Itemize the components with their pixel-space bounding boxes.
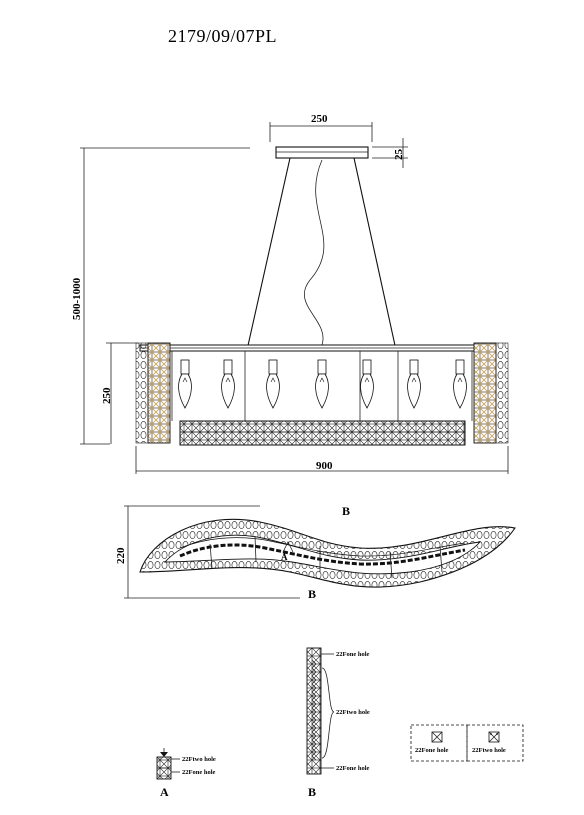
crystal-type-boxes: 22Fone hole 22Ftwo hole: [410, 724, 524, 762]
detail-b-crystal-strand: [306, 647, 322, 775]
dim-canopy-height: 25: [393, 149, 405, 161]
crystal-box-right: [466, 724, 524, 762]
suspension-cable-left: [246, 157, 291, 351]
section-b-top-label: B: [342, 504, 350, 518]
crystal-box-right-note: 22Ftwo hole: [472, 747, 506, 754]
bottom-crystal-band: [179, 420, 466, 446]
bulbs: [178, 359, 467, 409]
power-cord: [303, 159, 325, 346]
detail-a-bottom-note: 22Fone hole: [182, 769, 216, 776]
detail-b: 22Fone hole 22Ftwo hole 22Fone hole B: [306, 647, 370, 799]
left-crystal-column: [147, 342, 171, 444]
dim-body-height: 250: [101, 387, 113, 404]
crystal-box-left: [410, 724, 468, 762]
section-a-label: A: [281, 552, 288, 562]
plan-view: A B B 220: [115, 504, 516, 601]
dim-canopy-width: 250: [311, 113, 328, 125]
detail-a-caption: A: [160, 785, 169, 799]
detail-b-top-note: 22Fone hole: [336, 651, 370, 658]
right-crystal-column: [473, 342, 497, 444]
detail-b-bottom-note: 22Fone hole: [336, 765, 370, 772]
dim-total-height: 500-1000: [71, 277, 83, 320]
wave-crystal-line: [179, 543, 466, 566]
left-bead-strand: [135, 342, 149, 444]
detail-a: 22Ftwo hole 22Fone hole A: [156, 748, 216, 799]
drawing-title: 2179/09/07PL: [168, 26, 277, 46]
section-a-marker: [282, 541, 294, 553]
dim-body-width: 900: [316, 460, 333, 472]
crystal-box-left-note: 22Fone hole: [415, 747, 449, 754]
dim-depth: 220: [115, 547, 127, 564]
detail-a-top-note: 22Ftwo hole: [182, 756, 216, 763]
detail-b-caption: B: [308, 785, 316, 799]
suspension-cable-right: [353, 157, 397, 351]
right-bead-strand: [495, 342, 509, 444]
front-elevation: 250 25 500-1000: [71, 113, 509, 474]
section-b-bottom-label: B: [308, 587, 316, 601]
canopy: [275, 146, 369, 159]
detail-b-mid-note: 22Ftwo hole: [336, 709, 370, 716]
